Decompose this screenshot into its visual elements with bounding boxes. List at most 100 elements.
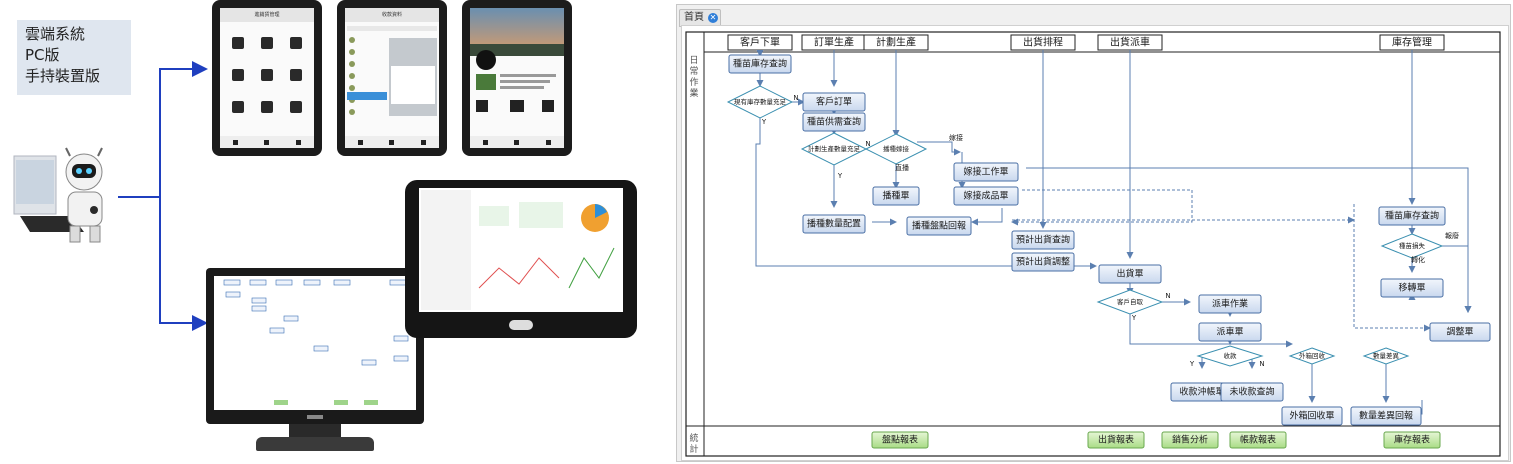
- branch-label-n5: N: [1259, 360, 1264, 368]
- branch-label-scrap: 報廢: [1445, 231, 1459, 240]
- decision-crate: [1288, 347, 1336, 365]
- process-box-b15: [1220, 382, 1284, 402]
- process-box-b1: [728, 54, 792, 74]
- decision-d4: [1096, 289, 1164, 315]
- process-label-b3: 種苗供需查詢: [807, 116, 861, 128]
- process-label-b16: 外箱回收單: [1289, 410, 1334, 422]
- pie-chart-icon: [231, 101, 244, 113]
- tablet-menu-header: 進銷貨管理: [220, 8, 314, 22]
- branch-label-n2: N: [865, 140, 870, 148]
- column-header-label-4: 出貨派車: [1110, 36, 1150, 49]
- dollar-icon: [290, 69, 303, 81]
- connector-32: [1026, 167, 1472, 313]
- process-box-b12: [1198, 294, 1262, 314]
- decision-label-d2: 計劃生產數量充足: [808, 144, 861, 153]
- process-label-b6: 播種單: [882, 190, 909, 202]
- column-header-label-5: 庫存管理: [1392, 36, 1432, 49]
- decision-d6: [1380, 233, 1444, 259]
- report-button-4[interactable]: [1383, 431, 1441, 449]
- process-box-b4: [802, 214, 866, 234]
- lane-label-daily: 日常作業: [689, 56, 699, 99]
- connector-14: [917, 141, 961, 156]
- decision-label-d6: 種苗損失: [1399, 241, 1426, 250]
- process-box-b13: [1198, 322, 1262, 342]
- process-label-b1: 種苗庫存查詢: [733, 58, 787, 70]
- report-button-2[interactable]: [1161, 431, 1219, 449]
- tablet-profile-nav: [470, 136, 564, 148]
- branch-label-y1: Y: [761, 118, 767, 126]
- process-box-b6: [872, 186, 920, 206]
- monitor-base: [256, 437, 374, 451]
- process-box-b18: [1378, 206, 1446, 226]
- business-flowchart: 客戶下單訂單生產計劃生產出貨排程出貨派車庫存管理種苗庫存查詢客戶訂單種苗供需查詢…: [685, 31, 1501, 457]
- connector-20: [1129, 310, 1293, 348]
- menu-icon-grid: [220, 22, 314, 120]
- report-button-1[interactable]: [1087, 431, 1145, 449]
- connector-30: [1442, 245, 1472, 313]
- decision-label-crate: 外箱回收: [1299, 351, 1326, 360]
- decision-label-d4: 客戶自取: [1117, 297, 1144, 306]
- process-box-b3: [802, 112, 866, 132]
- seed-icon: [290, 37, 303, 49]
- branch-label-n1: N: [793, 94, 798, 102]
- report-label-3: 帳款報表: [1240, 434, 1276, 446]
- title-box: 雲端系統 PC版 手持裝置版: [17, 20, 131, 95]
- decision-d2: [800, 132, 868, 166]
- process-label-b18: 種苗庫存查詢: [1385, 210, 1439, 222]
- process-label-b5: 嫁接工作單: [963, 166, 1008, 178]
- dashboard-charts: [421, 190, 615, 310]
- process-label-b7: 嫁接成品單: [963, 190, 1008, 202]
- tablet-payments: 收款資料: [337, 0, 447, 156]
- tablet-profile: [462, 0, 572, 156]
- close-icon[interactable]: ✕: [708, 13, 718, 23]
- column-header-label-2: 計劃生產: [876, 36, 916, 49]
- branch-label-direct: 直播: [895, 163, 909, 172]
- tablet-dashboard: [405, 180, 637, 338]
- truck-icon: [260, 69, 273, 81]
- process-label-b14: 收款沖帳單: [1179, 386, 1224, 398]
- connector-16: [971, 208, 1003, 226]
- report-label-4: 庫存報表: [1394, 434, 1430, 446]
- process-box-b10: [1011, 252, 1075, 272]
- process-box-b11: [1098, 264, 1162, 284]
- title-line-2: PC版: [25, 46, 60, 64]
- branch-label-y2: Y: [837, 172, 843, 180]
- tablet-nav: [220, 136, 314, 148]
- pc-monitor-screen: [214, 276, 416, 410]
- branch-label-n4: N: [1165, 292, 1170, 300]
- column-header-label-0: 客戶下單: [740, 36, 780, 49]
- process-label-b19: 移轉單: [1398, 282, 1425, 294]
- process-box-b5: [953, 162, 1019, 182]
- greenhouse-photo: [470, 8, 564, 112]
- dashed-connector-0: [1011, 189, 1193, 226]
- dashboard-screen: [419, 188, 623, 312]
- payments-list-preview: [347, 26, 437, 116]
- tablet-payments-nav: [345, 136, 439, 148]
- report-button-0[interactable]: [871, 431, 929, 449]
- process-box-b16: [1281, 406, 1343, 426]
- report-label-1: 出貨報表: [1098, 434, 1134, 446]
- report-label-2: 銷售分析: [1172, 434, 1208, 446]
- process-label-b12: 派車作業: [1212, 298, 1248, 310]
- gear-icon: [290, 101, 303, 113]
- decision-d3: [864, 133, 928, 165]
- title-line-3: 手持裝置版: [25, 67, 101, 85]
- branch-label-transfer: 轉化: [1411, 255, 1425, 264]
- decision-d5: [1196, 345, 1264, 367]
- decision-label-d1: 現有庫存數量充足: [734, 97, 787, 106]
- flowchart-canvas: 日常作業 統計 客戶下單訂單生產計劃生產出貨排程出貨派車庫存管理種苗庫存查詢客戶…: [681, 25, 1509, 461]
- connector-arrows: [118, 61, 208, 331]
- tablet-payments-header: 收款資料: [345, 8, 439, 22]
- tablet-menu: 進銷貨管理: [212, 0, 322, 156]
- check-icon: [231, 69, 244, 81]
- decision-label-d3: 播種嫁接: [883, 144, 910, 153]
- branch-label-y5: Y: [1189, 360, 1195, 368]
- column-header-label-1: 訂單生產: [814, 36, 854, 49]
- tab-home-label: 首頁: [684, 12, 704, 23]
- monitor-stand: [289, 424, 341, 438]
- process-label-b10: 預計出貨調整: [1016, 256, 1070, 268]
- report-button-3[interactable]: [1229, 431, 1287, 449]
- flowchart-window: 首頁 ✕ 日常作業 統計 客戶下單訂單生產計劃生產出貨排程出貨派車庫存管理種苗庫…: [676, 4, 1511, 462]
- report-label-0: 盤點報表: [882, 434, 918, 446]
- process-box-b20: [1429, 322, 1491, 342]
